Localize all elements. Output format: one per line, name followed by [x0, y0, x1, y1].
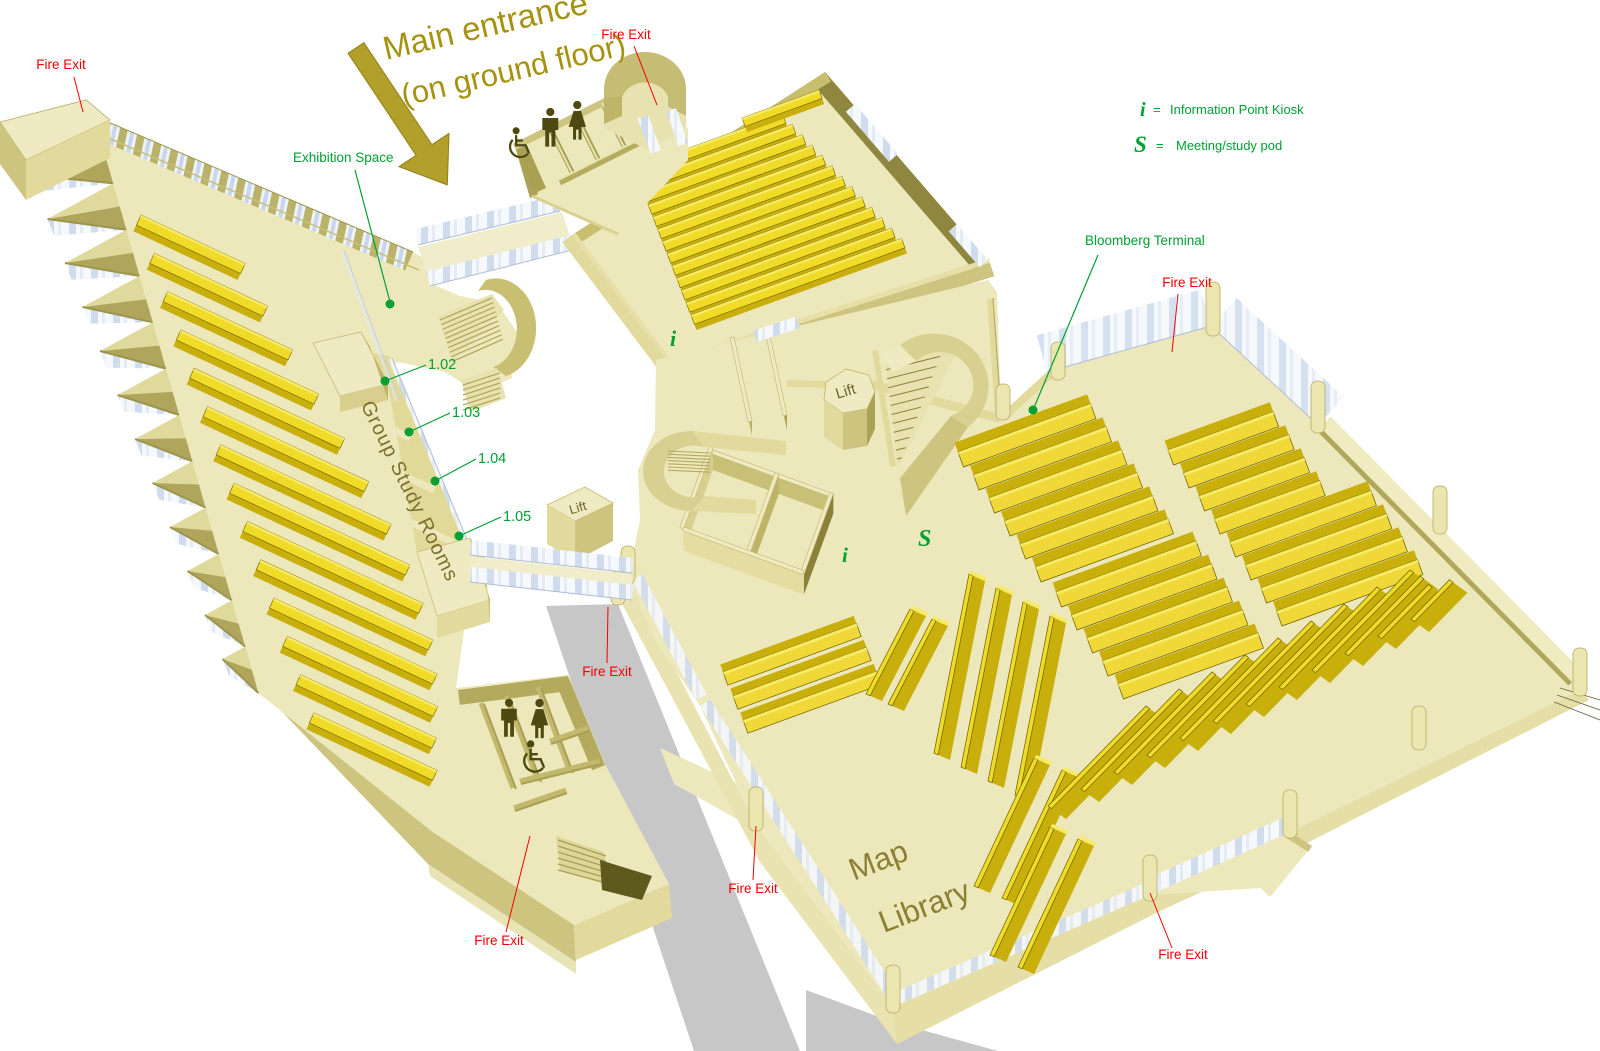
svg-text:=: = — [1156, 138, 1164, 153]
svg-text:S: S — [1134, 132, 1147, 157]
svg-text:i: i — [842, 543, 848, 567]
svg-text:Exhibition Space: Exhibition Space — [293, 150, 394, 165]
svg-text:S: S — [918, 526, 931, 552]
svg-text:Lift: Lift — [834, 380, 859, 402]
svg-text:=: = — [1153, 102, 1161, 117]
svg-text:i: i — [1140, 99, 1146, 121]
svg-text:Information Point Kiosk: Information Point Kiosk — [1170, 102, 1304, 117]
svg-text:1.02: 1.02 — [428, 357, 456, 373]
svg-text:Fire Exit: Fire Exit — [474, 933, 524, 948]
svg-text:Fire Exit: Fire Exit — [1158, 947, 1208, 962]
svg-text:1.03: 1.03 — [452, 405, 480, 421]
svg-text:Fire Exit: Fire Exit — [1162, 275, 1212, 290]
svg-text:Bloomberg Terminal: Bloomberg Terminal — [1085, 233, 1205, 248]
svg-text:Fire Exit: Fire Exit — [601, 27, 651, 42]
svg-text:i: i — [670, 326, 677, 351]
svg-text:Fire Exit: Fire Exit — [728, 881, 778, 896]
svg-text:Lift: Lift — [567, 498, 588, 518]
svg-text:Fire Exit: Fire Exit — [36, 57, 86, 72]
svg-text:Meeting/study pod: Meeting/study pod — [1176, 138, 1282, 153]
svg-text:1.04: 1.04 — [478, 451, 506, 467]
svg-text:1.05: 1.05 — [503, 509, 531, 525]
svg-text:Fire Exit: Fire Exit — [582, 664, 632, 679]
